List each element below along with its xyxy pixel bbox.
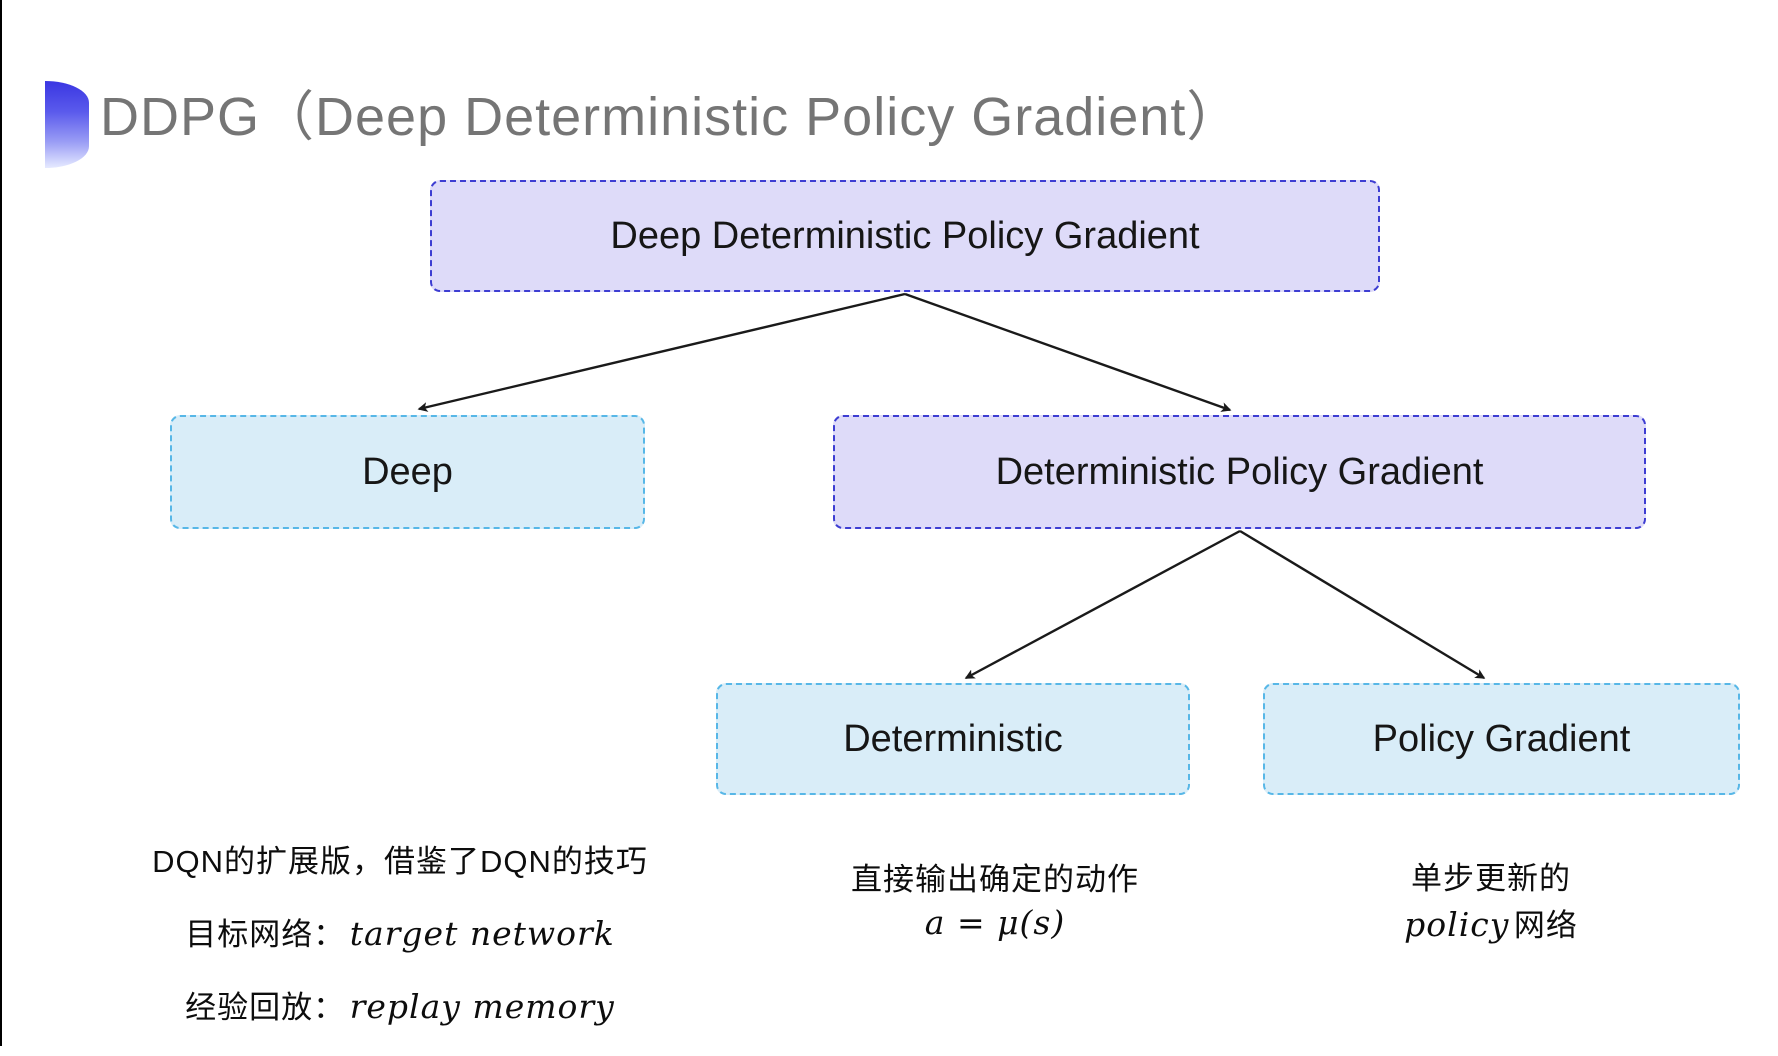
note-deterministic-action: 直接输出确定的动作 a = μ(s) — [795, 854, 1195, 946]
note-line: DQN的扩展版，借鉴了DQN的技巧 — [152, 844, 648, 879]
node-label: Deterministic — [843, 717, 1063, 760]
arrow-dpg-to-policy-gradient — [1239, 529, 1486, 680]
note-label: 经验回放： — [185, 990, 346, 1025]
note-line: 直接输出确定的动作 — [851, 862, 1139, 897]
note-term: replay memory — [349, 987, 615, 1026]
page-title: DDPG（Deep Deterministic Policy Gradient） — [100, 87, 1242, 147]
node-label: Policy Gradient — [1372, 717, 1631, 760]
node-label: Deep — [362, 450, 453, 493]
arrow-dpg-to-deterministic — [964, 529, 1241, 680]
note-line: 经验回放： replay memory — [110, 982, 690, 1027]
note-label: 网络 — [1513, 908, 1578, 943]
node-label: Deep Deterministic Policy Gradient — [610, 214, 1200, 257]
note-line: 单步更新的 — [1411, 861, 1571, 896]
note-term: policy — [1404, 905, 1510, 944]
node-policy-gradient: Policy Gradient — [1263, 683, 1740, 795]
note-line: policy 网络 — [1341, 900, 1641, 945]
node-deterministic-policy-gradient: Deterministic Policy Gradient — [833, 415, 1646, 529]
note-label: 目标网络： — [185, 917, 346, 952]
node-deep-deterministic-policy-gradient: Deep Deterministic Policy Gradient — [430, 180, 1380, 292]
node-deterministic: Deterministic — [716, 683, 1190, 795]
title-bullet-shape — [45, 81, 89, 168]
node-label: Deterministic Policy Gradient — [995, 450, 1484, 493]
note-policy-network: 单步更新的 policy 网络 — [1341, 853, 1641, 947]
note-line: 目标网络： target network — [110, 909, 690, 954]
note-term: target network — [349, 914, 615, 953]
node-deep: Deep — [170, 415, 645, 529]
window-edge-line — [0, 0, 2, 1046]
note-formula: a = μ(s) — [924, 903, 1066, 942]
arrow-root-to-dpg — [904, 292, 1232, 412]
arrow-root-to-deep — [417, 292, 906, 412]
note-deep-dqn: DQN的扩展版，借鉴了DQN的技巧 目标网络： target network 经… — [110, 836, 690, 1055]
